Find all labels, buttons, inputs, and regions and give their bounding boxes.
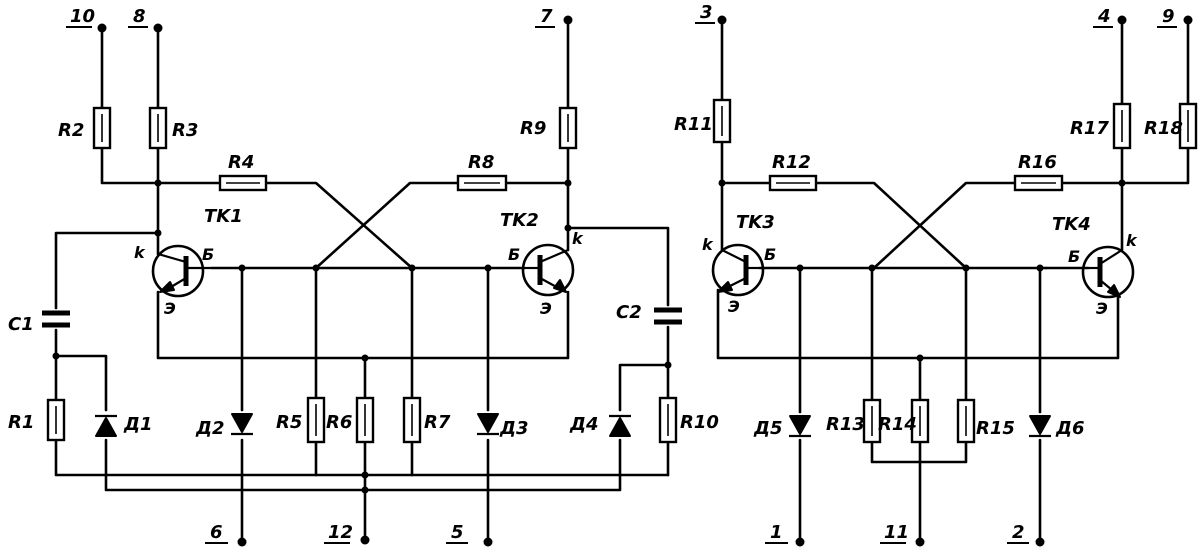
tk2-collector-label: k <box>572 229 584 248</box>
resistor-r4 <box>218 174 268 192</box>
label-c1: C1 <box>8 314 34 335</box>
resistors <box>46 98 1198 444</box>
tk4-emitter-label: Э <box>1096 299 1108 318</box>
terminal-dots <box>97 15 1193 547</box>
terminal-label-4: 4 <box>1097 6 1111 27</box>
terminal-label-9: 9 <box>1162 6 1175 27</box>
transistors <box>151 243 1135 299</box>
resistor-r1 <box>46 398 66 442</box>
diode-d5 <box>789 415 811 438</box>
terminal-label-3: 3 <box>700 2 713 23</box>
label-r10: R10 <box>680 412 719 433</box>
capacitor-c1 <box>42 310 70 328</box>
diode-labels: Д1 Д2 Д3 Д4 Д5 Д6 <box>123 414 1085 439</box>
label-tk1: TK1 <box>204 206 243 227</box>
resistor-r6 <box>355 396 375 444</box>
label-r4: R4 <box>228 152 254 173</box>
label-r8: R8 <box>468 152 494 173</box>
resistor-r13 <box>862 398 882 444</box>
resistor-r3 <box>148 106 168 150</box>
label-r6: R6 <box>326 412 352 433</box>
diode-d3 <box>477 413 499 436</box>
label-r17: R17 <box>1070 118 1109 139</box>
label-d5: Д5 <box>753 418 783 439</box>
terminal-label-2: 2 <box>1012 522 1025 543</box>
resistor-r9 <box>558 106 578 150</box>
label-r2: R2 <box>58 120 84 141</box>
label-r13: R13 <box>826 414 865 435</box>
transistor-pin-labels: k Б Э k Б Э k Б Э k Б Э <box>134 229 1138 318</box>
label-r9: R9 <box>520 118 546 139</box>
resistor-r7 <box>402 396 422 444</box>
terminal-label-5: 5 <box>451 522 464 543</box>
resistor-r11 <box>712 98 732 144</box>
terminal-label-12: 12 <box>328 522 353 543</box>
terminal-label-1: 1 <box>770 522 783 543</box>
resistor-r16 <box>1013 174 1064 192</box>
label-r5: R5 <box>276 412 302 433</box>
top-terminal-labels: 10 8 7 3 4 9 <box>66 2 1177 28</box>
tk2-emitter-label: Э <box>540 299 552 318</box>
label-r14: R14 <box>878 414 917 435</box>
diodes <box>95 413 1051 438</box>
tk4-base-label: Б <box>1068 247 1080 266</box>
terminal-label-10: 10 <box>70 6 95 27</box>
tk3-base-label: Б <box>764 245 776 264</box>
diode-d4 <box>609 414 631 437</box>
wires <box>54 18 1190 542</box>
resistor-labels: R2 R3 R4 R8 R9 R1 R5 R6 R7 R10 R11 R12 R… <box>8 114 1183 439</box>
tk1-emitter-label: Э <box>164 299 176 318</box>
label-tk4: TK4 <box>1052 214 1091 235</box>
transistor-tk4 <box>1081 245 1135 299</box>
diode-d6 <box>1029 415 1051 438</box>
junction-dots <box>52 179 1126 494</box>
capacitor-c2 <box>654 307 682 325</box>
label-r3: R3 <box>172 120 198 141</box>
label-r11: R11 <box>674 114 713 135</box>
resistor-r14 <box>910 398 930 444</box>
label-r15: R15 <box>976 418 1015 439</box>
label-r16: R16 <box>1018 152 1057 173</box>
tk2-base-label: Б <box>508 245 520 264</box>
transistor-labels: TK1 TK2 TK3 TK4 <box>204 206 1091 235</box>
transistor-tk1 <box>151 244 212 298</box>
terminal-label-8: 8 <box>133 6 146 27</box>
label-r18: R18 <box>1144 118 1183 139</box>
terminal-label-6: 6 <box>210 522 223 543</box>
diode-d2 <box>231 413 253 436</box>
terminal-label-7: 7 <box>540 6 553 27</box>
label-c2: C2 <box>616 302 642 323</box>
capacitors <box>42 307 682 328</box>
transistor-tk2 <box>521 243 575 297</box>
bottom-terminal-labels: 6 12 5 1 11 2 <box>205 522 1029 544</box>
tk1-collector-label: k <box>134 243 146 262</box>
resistor-r17 <box>1112 102 1132 150</box>
label-r7: R7 <box>424 412 451 433</box>
resistor-r5 <box>306 396 326 444</box>
tk4-collector-label: k <box>1126 231 1138 250</box>
label-r12: R12 <box>772 152 811 173</box>
label-d6: Д6 <box>1055 418 1085 439</box>
resistor-r18 <box>1178 102 1198 150</box>
tk3-emitter-label: Э <box>728 297 740 316</box>
terminal-label-11: 11 <box>884 522 909 543</box>
resistor-r15 <box>956 398 976 444</box>
label-tk3: TK3 <box>736 212 775 233</box>
tk3-collector-label: k <box>702 235 714 254</box>
resistor-r10 <box>658 396 678 444</box>
resistor-r2 <box>92 106 112 150</box>
label-d1: Д1 <box>123 414 153 435</box>
label-r1: R1 <box>8 412 34 433</box>
resistor-r12 <box>768 174 818 192</box>
diode-d1 <box>95 414 117 437</box>
resistor-r8 <box>456 174 508 192</box>
label-d4: Д4 <box>569 414 599 435</box>
transistor-tk3 <box>711 243 765 297</box>
label-d3: Д3 <box>499 418 529 439</box>
tk1-base-label: Б <box>202 245 214 264</box>
label-tk2: TK2 <box>500 210 539 231</box>
label-d2: Д2 <box>195 418 225 439</box>
capacitor-labels: C1 C2 <box>8 302 642 335</box>
